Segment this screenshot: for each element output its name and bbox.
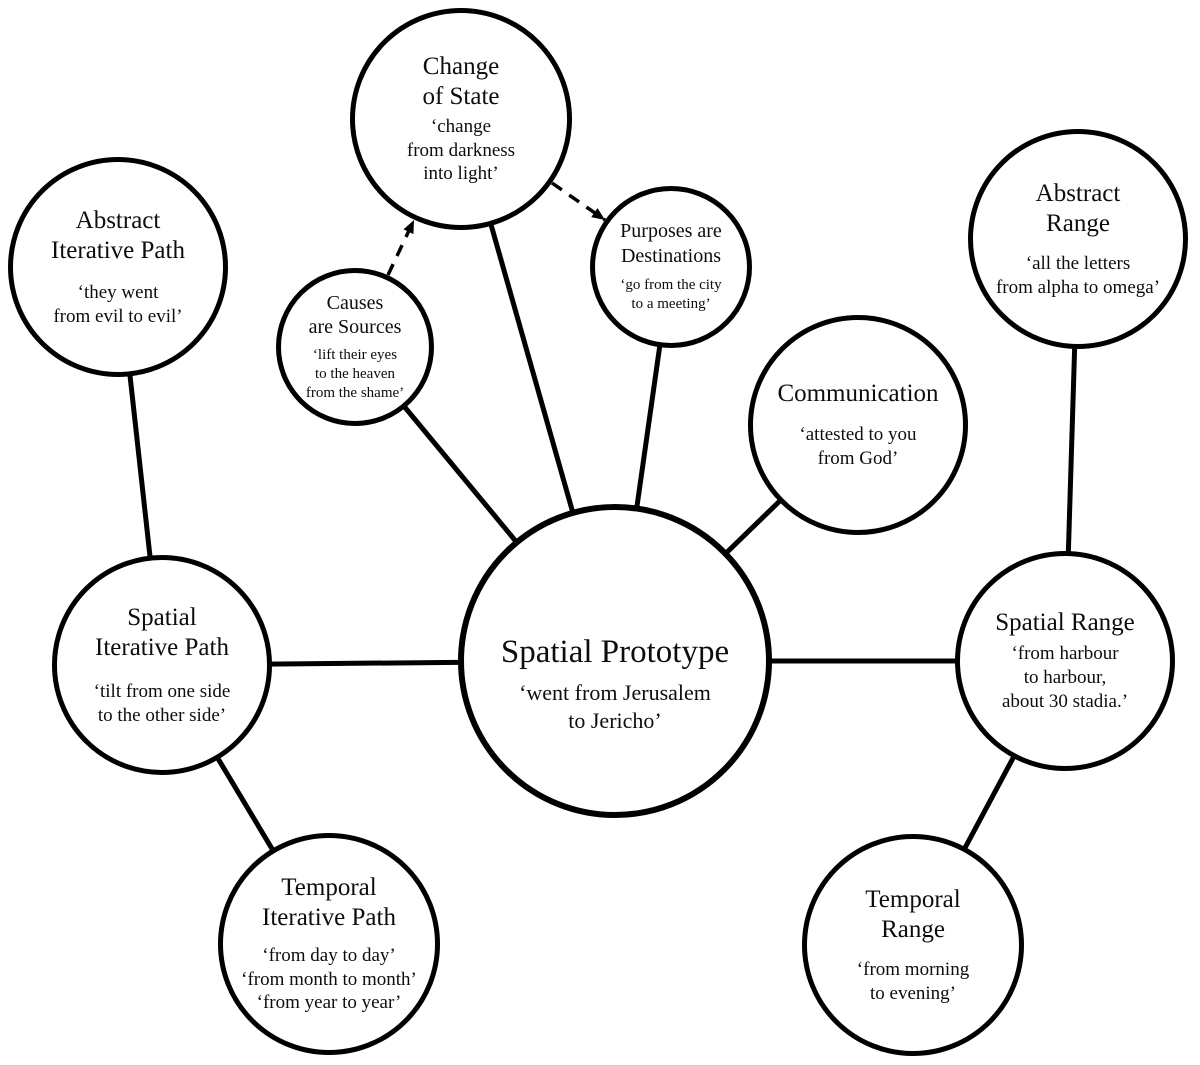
node-spatial-range: Spatial Range ‘from harbour to harbour, … xyxy=(955,551,1175,771)
node-title-line: Spatial Range xyxy=(995,608,1135,636)
node-quote-line: from the shame’ xyxy=(305,384,405,401)
node-title-line: Abstract xyxy=(75,206,161,234)
node-quote: ‘change from darkness into light’ xyxy=(407,115,515,187)
node-quote-line: about 30 stadia.’ xyxy=(1001,691,1129,713)
node-quote-line: into light’ xyxy=(423,163,499,185)
node-title: Spatial Prototype xyxy=(501,634,729,672)
node-quote: ‘go from the city to a meeting’ xyxy=(620,276,721,314)
node-title: Temporal Range xyxy=(865,885,960,946)
node-title-line: Iterative Path xyxy=(262,904,396,932)
node-quote: ‘went from Jerusalem to Jericho’ xyxy=(519,679,711,736)
node-title-line: Range xyxy=(1046,210,1110,238)
node-quote: ‘from day to day’ ‘from month to month’ … xyxy=(241,944,417,1016)
node-title: Spatial Range xyxy=(995,608,1135,639)
node-title: Abstract Iterative Path xyxy=(51,206,185,267)
node-quote-line: from darkness xyxy=(406,139,516,161)
node-quote-line: from God’ xyxy=(817,448,899,470)
node-quote-line: ‘lift their eyes xyxy=(312,346,398,363)
node-title-line: Destinations xyxy=(620,244,721,267)
node-quote-line: to a meeting’ xyxy=(631,296,711,313)
node-title-line: Causes xyxy=(326,291,384,314)
node-quote-line: ‘from day to day’ xyxy=(262,944,396,966)
node-title-line: Temporal xyxy=(281,873,377,901)
node-quote-line: ‘all the letters xyxy=(1025,252,1131,274)
node-quote-line: ‘from morning xyxy=(856,958,970,980)
node-title-line: of State xyxy=(422,83,500,111)
node-title-line: Abstract xyxy=(1035,179,1121,207)
node-quote: ‘lift their eyes to the heaven from the … xyxy=(306,346,404,404)
node-quote-line: from alpha to omega’ xyxy=(995,276,1161,298)
node-purposes-are-destinations: Purposes are Destinations ‘go from the c… xyxy=(590,186,752,348)
node-quote-line: to the heaven xyxy=(315,365,395,382)
node-title: Purposes are Destinations xyxy=(620,219,722,268)
node-quote-line: ‘from year to year’ xyxy=(256,992,402,1014)
node-title: Causes are Sources xyxy=(309,291,402,340)
node-quote-line: to Jericho’ xyxy=(568,708,662,734)
node-title-line: Range xyxy=(881,916,945,944)
node-title-line: Iterative Path xyxy=(51,237,185,265)
node-quote-line: to evening’ xyxy=(869,982,956,1004)
node-title: Abstract Range xyxy=(1036,179,1121,240)
node-quote-line: from evil to evil’ xyxy=(53,305,183,327)
node-quote: ‘from harbour to harbour, about 30 stadi… xyxy=(1002,642,1128,714)
node-quote-line: ‘from month to month’ xyxy=(241,968,417,990)
node-title: Temporal Iterative Path xyxy=(262,873,396,934)
node-quote: ‘tilt from one side to the other side’ xyxy=(94,680,231,728)
node-quote-line: ‘go from the city xyxy=(620,277,722,294)
node-quote-line: ‘went from Jerusalem xyxy=(519,679,711,705)
node-change-of-state: Change of State ‘change from darkness in… xyxy=(350,8,572,230)
node-title-line: Temporal xyxy=(865,885,961,913)
node-quote: ‘from morning to evening’ xyxy=(857,958,969,1006)
node-abstract-range: Abstract Range ‘all the letters from alp… xyxy=(968,129,1188,349)
node-title-line: Change xyxy=(422,52,500,80)
node-title-line: are Sources xyxy=(308,316,402,339)
node-quote: ‘all the letters from alpha to omega’ xyxy=(996,252,1160,300)
node-quote-line: ‘tilt from one side xyxy=(93,680,231,702)
node-title: Spatial Iterative Path xyxy=(95,603,229,664)
node-quote-line: ‘they went xyxy=(77,281,159,303)
node-communication: Communication ‘attested to you from God’ xyxy=(748,315,968,535)
node-spatial-iterative-path: Spatial Iterative Path ‘tilt from one si… xyxy=(52,555,272,775)
node-title: Change of State xyxy=(422,52,499,113)
node-quote-line: ‘attested to you xyxy=(799,424,917,446)
node-temporal-iterative-path: Temporal Iterative Path ‘from day to day… xyxy=(218,833,440,1055)
node-abstract-iterative-path: Abstract Iterative Path ‘they went from … xyxy=(8,157,228,377)
node-title-line: Spatial Prototype xyxy=(500,633,730,670)
node-quote-line: ‘from harbour xyxy=(1011,643,1119,665)
node-title-line: Spatial xyxy=(127,603,197,631)
node-quote-line: to harbour, xyxy=(1023,667,1107,689)
node-temporal-range: Temporal Range ‘from morning to evening’ xyxy=(802,834,1024,1056)
node-quote-line: ‘change xyxy=(430,115,492,137)
node-causes-are-sources: Causes are Sources ‘lift their eyes to t… xyxy=(276,268,434,426)
node-quote: ‘attested to you from God’ xyxy=(799,423,916,471)
edge-causes-are-sources-to-change-of-state-dashed-arrow xyxy=(386,219,416,276)
node-title-line: Communication xyxy=(777,379,939,407)
edge-change-of-state-to-purposes-are-destinations-dashed-arrow xyxy=(550,181,607,222)
node-title: Communication xyxy=(777,379,938,410)
node-spatial-prototype: Spatial Prototype ‘went from Jerusalem t… xyxy=(458,504,772,818)
node-title-line: Iterative Path xyxy=(95,634,229,662)
node-title-line: Purposes are xyxy=(620,220,722,243)
node-quote-line: to the other side’ xyxy=(97,704,227,726)
node-quote: ‘they went from evil to evil’ xyxy=(53,281,182,329)
